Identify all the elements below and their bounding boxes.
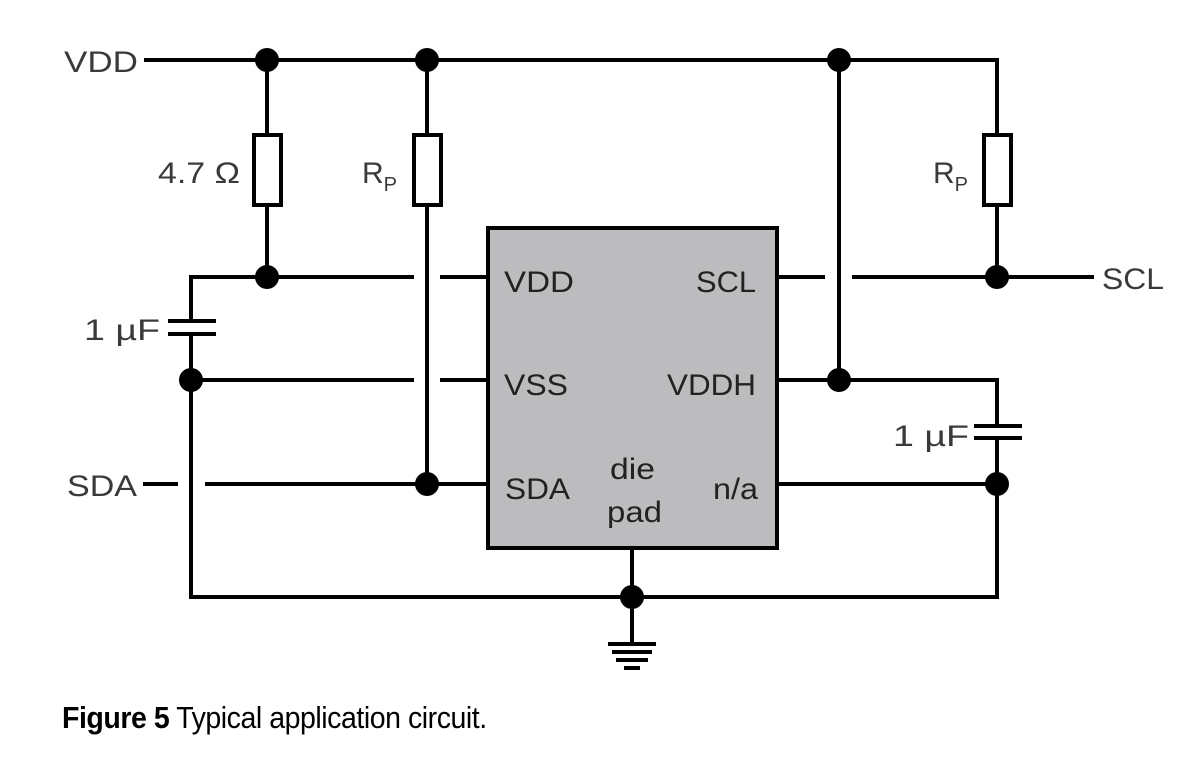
sensor-chip bbox=[486, 226, 779, 550]
figure-number: Figure 5 bbox=[62, 700, 170, 735]
junction-node bbox=[255, 48, 279, 72]
pin-label-vddh: VDDH bbox=[667, 369, 756, 402]
resistor-rp-sda bbox=[412, 133, 443, 207]
junction-node bbox=[255, 265, 279, 289]
junction-node bbox=[620, 585, 644, 609]
scl-net-label: SCL bbox=[1102, 263, 1164, 296]
pin-label-na: n/a bbox=[713, 473, 758, 506]
junction-node bbox=[827, 368, 851, 392]
die-pad-label-line2: pad bbox=[607, 496, 662, 529]
junction-node bbox=[827, 48, 851, 72]
junction-node bbox=[415, 472, 439, 496]
pin-label-sda: SDA bbox=[505, 473, 570, 506]
cvddh-label: 1 µF bbox=[893, 420, 969, 453]
figure-caption: Figure 5 Typical application circuit. bbox=[62, 700, 487, 736]
pin-label-vdd: VDD bbox=[504, 266, 574, 299]
junction-node bbox=[179, 368, 203, 392]
junction-node bbox=[985, 265, 1009, 289]
junction-node bbox=[985, 472, 1009, 496]
sda-net-label: SDA bbox=[67, 470, 137, 503]
resistor-4-7-ohm bbox=[252, 133, 283, 207]
rp-sda-label: RP bbox=[362, 157, 397, 196]
vdd-net-label: VDD bbox=[64, 46, 138, 79]
die-pad-label-line1: die bbox=[610, 453, 655, 486]
resistor-rp-scl bbox=[982, 133, 1013, 207]
rp-scl-label: RP bbox=[933, 157, 968, 196]
junction-node bbox=[415, 48, 439, 72]
ground-icon bbox=[608, 642, 656, 670]
pin-label-vss: VSS bbox=[504, 369, 568, 402]
cvdd-label: 1 µF bbox=[84, 314, 160, 347]
rseries-label: 4.7 Ω bbox=[158, 157, 240, 190]
caption-text: Typical application circuit. bbox=[169, 700, 487, 735]
pin-label-scl: SCL bbox=[696, 266, 756, 299]
